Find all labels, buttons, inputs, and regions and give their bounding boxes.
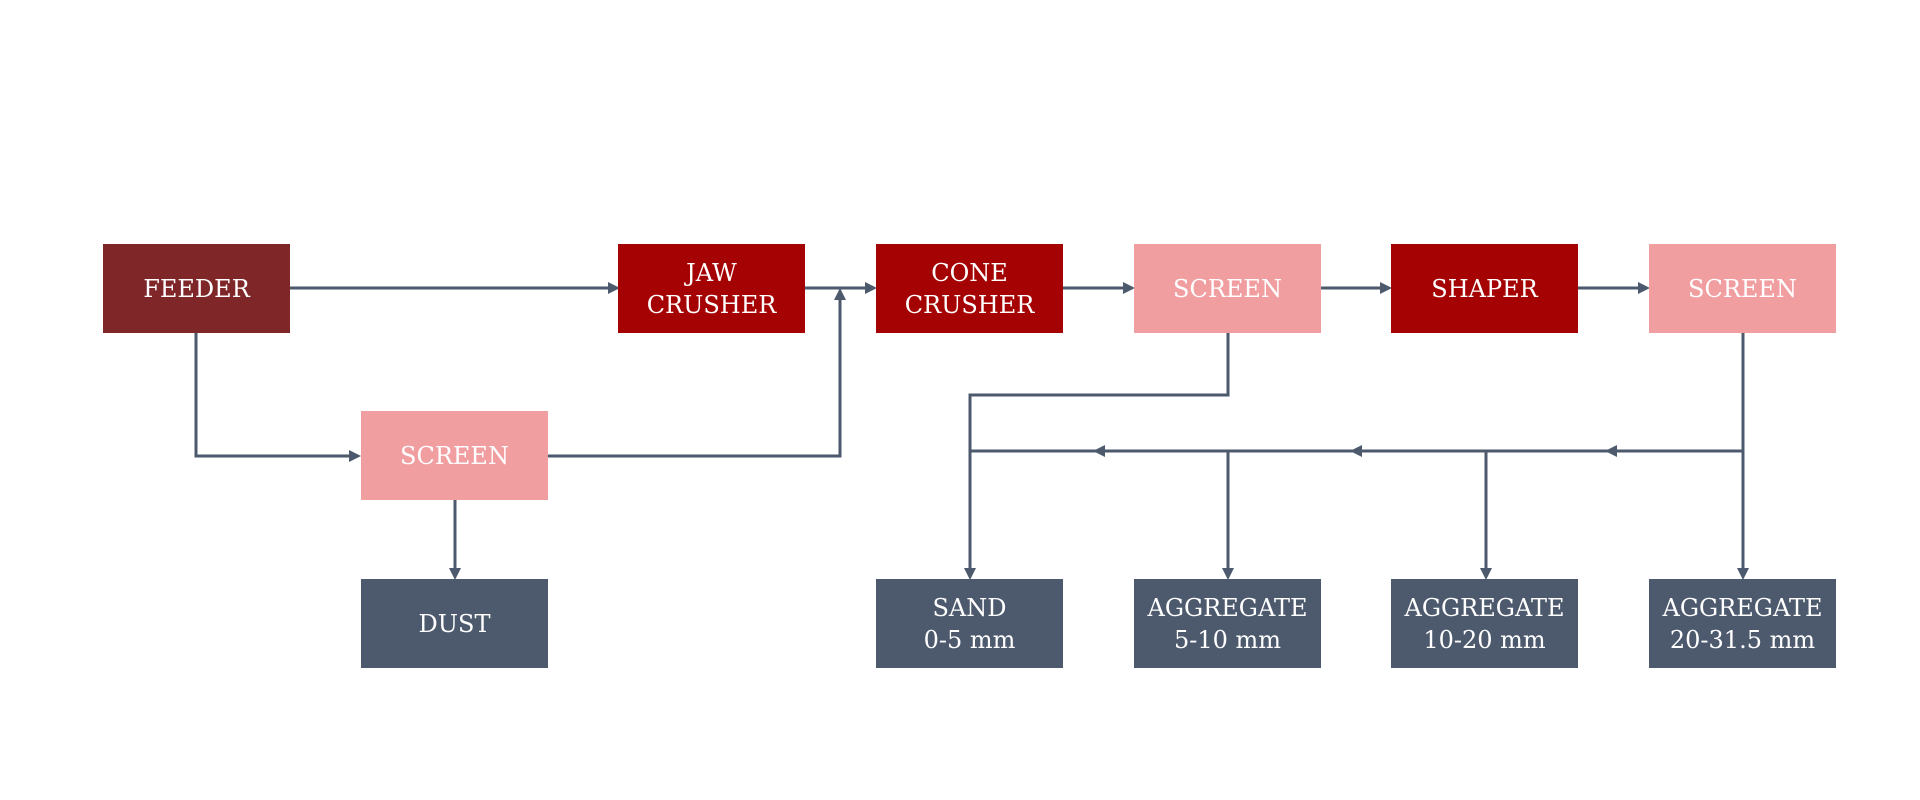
node-sand: SAND 0-5 mm xyxy=(876,579,1063,668)
arrowhead xyxy=(1350,445,1362,457)
node-screen-final: SCREEN xyxy=(1649,244,1836,333)
arrowhead xyxy=(1093,445,1105,457)
arrowhead xyxy=(1480,568,1492,580)
edge-feeder-prescreen xyxy=(194,332,350,458)
edge-screen-sand xyxy=(968,332,1230,570)
node-aggregate-10-20: AGGREGATE 10-20 mm xyxy=(1391,579,1578,668)
arrowhead xyxy=(1605,445,1617,457)
arrowhead xyxy=(608,282,620,294)
node-jaw-crusher: JAW CRUSHER xyxy=(618,244,805,333)
arrowhead xyxy=(865,282,877,294)
node-aggregate-5-10: AGGREGATE 5-10 mm xyxy=(1134,579,1321,668)
arrowhead xyxy=(1123,282,1135,294)
node-screen-prescreen: SCREEN xyxy=(361,411,548,500)
node-aggregate-20-31-5: AGGREGATE 20-31.5 mm xyxy=(1649,579,1836,668)
arrowhead xyxy=(834,288,846,300)
edge-prescreen-cone xyxy=(548,298,842,458)
node-shaper: SHAPER xyxy=(1391,244,1578,333)
arrowhead xyxy=(1222,568,1234,580)
arrowhead xyxy=(1638,282,1650,294)
node-screen-primary: SCREEN xyxy=(1134,244,1321,333)
arrowhead xyxy=(349,450,361,462)
arrowhead xyxy=(449,568,461,580)
node-feeder: FEEDER xyxy=(103,244,290,333)
arrowhead xyxy=(1737,568,1749,580)
node-cone-crusher: CONE CRUSHER xyxy=(876,244,1063,333)
node-dust: DUST xyxy=(361,579,548,668)
arrowhead xyxy=(1380,282,1392,294)
arrowhead xyxy=(964,568,976,580)
